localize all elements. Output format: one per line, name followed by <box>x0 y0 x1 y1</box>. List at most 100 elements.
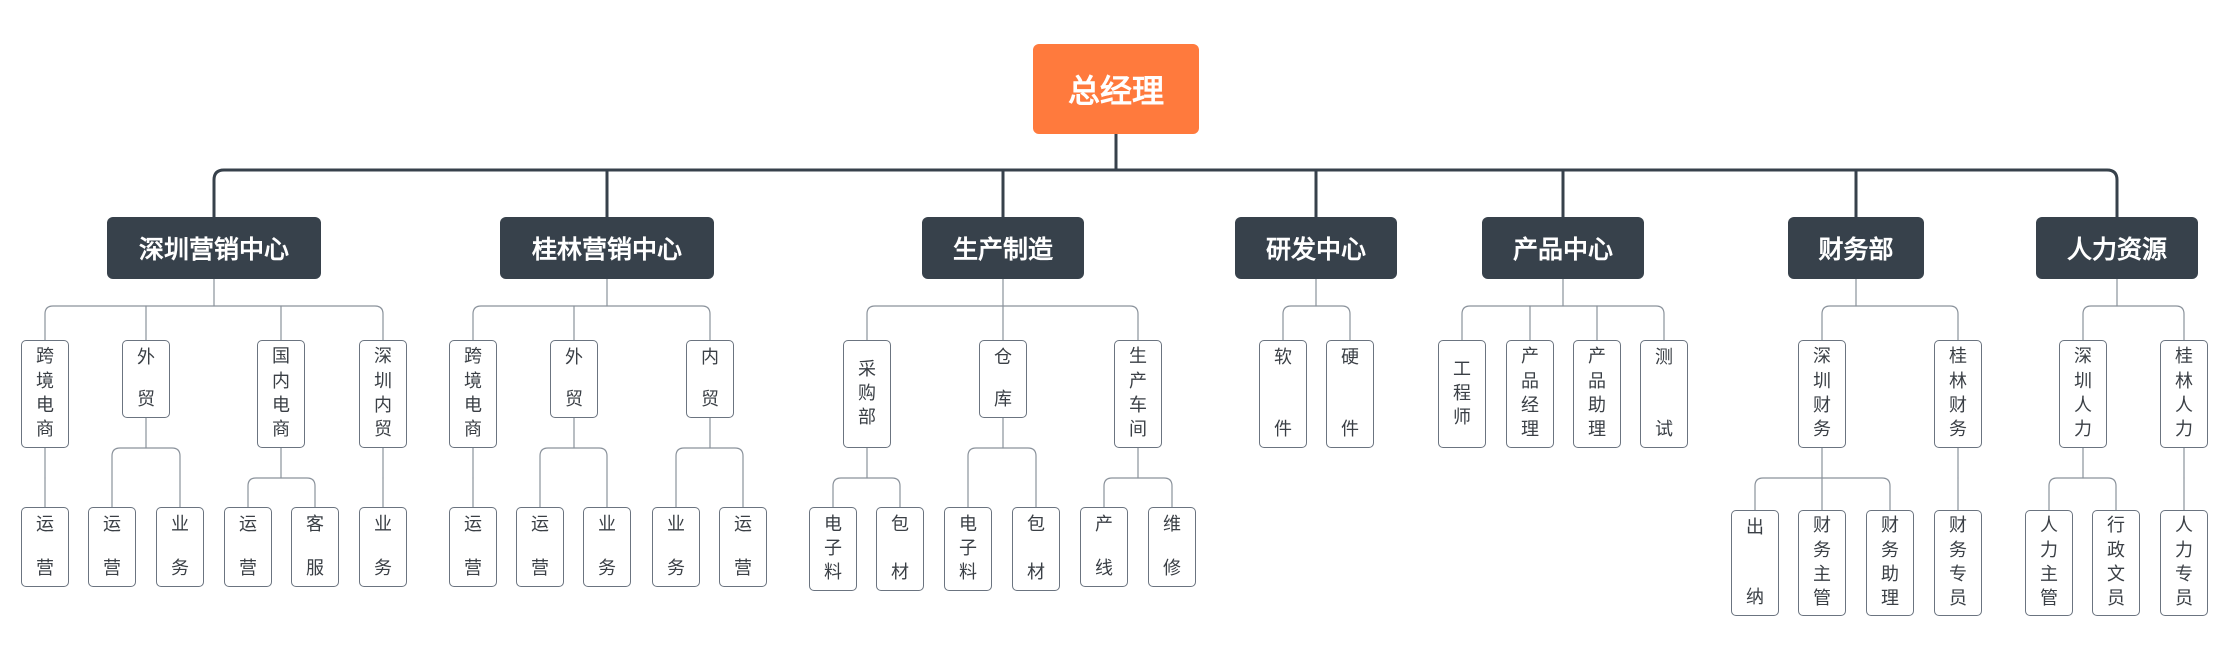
role-d1d1: 业务 <box>359 507 407 587</box>
unit-d5d-label: 测试 <box>1655 346 1673 440</box>
unit-d1d: 深圳内贸 <box>359 340 407 448</box>
unit-d6b-label: 桂林财务 <box>1949 346 1967 441</box>
root-general-manager-label: 总经理 <box>1067 72 1164 110</box>
department-d7-label: 人力资源 <box>2066 235 2167 264</box>
role-d6b1: 财务专员 <box>1934 510 1982 616</box>
connector-bus-1 <box>212 168 2119 217</box>
connector-bus-38 <box>1282 305 1351 340</box>
unit-d4b-label: 硬件 <box>1341 346 1359 440</box>
role-d2b2: 业务 <box>583 507 631 587</box>
root-general-manager: 总经理 <box>1033 44 1199 134</box>
role-d7b1: 人力专员 <box>2160 510 2208 616</box>
unit-d1c: 国内电商 <box>257 340 305 448</box>
role-d7a1-label: 人力主管 <box>2040 515 2058 610</box>
unit-d3a: 采购部 <box>843 340 891 448</box>
role-d2c2: 运营 <box>719 507 767 587</box>
role-d7a2: 行政文员 <box>2092 510 2140 616</box>
department-d2-label: 桂林营销中心 <box>531 235 682 264</box>
unit-d5c: 产品助理 <box>1573 340 1621 448</box>
role-d2c1-label: 业务 <box>667 513 685 579</box>
unit-d1d-label: 深圳内贸 <box>374 346 392 441</box>
department-d1-label: 深圳营销中心 <box>138 235 289 264</box>
unit-d7b-label: 桂林人力 <box>2175 346 2193 441</box>
role-d1a1: 运营 <box>21 507 69 587</box>
connector-bus-25 <box>539 447 608 507</box>
unit-d5a: 工程师 <box>1438 340 1486 448</box>
connector-bus-53 <box>2048 477 2117 510</box>
unit-d2c-label: 内贸 <box>701 346 719 410</box>
role-d3a2: 包材 <box>876 507 924 591</box>
role-d3b1-label: 电子料 <box>959 513 977 584</box>
role-d1b2: 业务 <box>156 507 204 587</box>
role-d3c1-label: 产线 <box>1095 513 1113 579</box>
connector-bus-16 <box>247 477 316 507</box>
unit-d2b: 外贸 <box>550 340 598 418</box>
role-d6a3: 财务助理 <box>1866 510 1914 616</box>
unit-d3c: 生产车间 <box>1114 340 1162 448</box>
unit-d1b-label: 外贸 <box>137 346 155 410</box>
unit-d5d: 测试 <box>1640 340 1688 448</box>
unit-d7a-label: 深圳人力 <box>2074 346 2092 441</box>
role-d1b1: 运营 <box>88 507 136 587</box>
role-d3a1: 电子料 <box>809 507 857 591</box>
unit-d7a: 深圳人力 <box>2059 340 2107 448</box>
role-d7b1-label: 人力专员 <box>2175 515 2193 610</box>
role-d2a1-label: 运营 <box>464 513 482 579</box>
connector-bus-44 <box>1821 305 1959 340</box>
unit-d5a-label: 工程师 <box>1453 358 1471 429</box>
role-d6a1: 出纳 <box>1731 510 1779 616</box>
role-d6a1-label: 出纳 <box>1746 516 1764 608</box>
role-d1c2: 客服 <box>291 507 339 587</box>
department-d5-label: 产品中心 <box>1512 235 1613 264</box>
unit-d4b: 硬件 <box>1326 340 1374 448</box>
unit-d4a-label: 软件 <box>1274 346 1292 440</box>
role-d7a2-label: 行政文员 <box>2107 515 2125 610</box>
unit-d5b-label: 产品经理 <box>1521 346 1539 441</box>
role-d3c2: 维修 <box>1148 507 1196 587</box>
department-d6-label: 财务部 <box>1818 235 1894 264</box>
role-d7a1: 人力主管 <box>2025 510 2073 616</box>
connector-bus-36 <box>1103 477 1173 507</box>
role-d3c2-label: 维修 <box>1163 513 1181 579</box>
role-d3a2-label: 包材 <box>891 513 909 583</box>
unit-d7b: 桂林人力 <box>2160 340 2208 448</box>
role-d1a1-label: 运营 <box>36 513 54 579</box>
role-d3b2: 包材 <box>1012 507 1060 591</box>
department-d3: 生产制造 <box>922 217 1084 279</box>
department-d4: 研发中心 <box>1235 217 1397 279</box>
role-d1c2-label: 客服 <box>306 513 324 579</box>
role-d6b1-label: 财务专员 <box>1949 515 1967 610</box>
department-d2: 桂林营销中心 <box>500 217 714 279</box>
department-d5: 产品中心 <box>1482 217 1644 279</box>
unit-d5c-label: 产品助理 <box>1588 346 1606 441</box>
unit-d6b: 桂林财务 <box>1934 340 1982 448</box>
unit-d3b-label: 仓库 <box>994 346 1012 410</box>
role-d1c1: 运营 <box>224 507 272 587</box>
unit-d2a-label: 跨境电商 <box>464 346 482 441</box>
connector-bus-51 <box>2082 305 2185 340</box>
unit-d5b: 产品经理 <box>1506 340 1554 448</box>
role-d1c1-label: 运营 <box>239 513 257 579</box>
department-d4-label: 研发中心 <box>1265 235 1366 264</box>
role-d6a3-label: 财务助理 <box>1881 515 1899 610</box>
role-d1b1-label: 运营 <box>103 513 121 579</box>
department-d1: 深圳营销中心 <box>107 217 321 279</box>
unit-d1c-label: 国内电商 <box>272 346 290 441</box>
connector-bus-20 <box>472 305 711 340</box>
role-d2c1: 业务 <box>652 507 700 587</box>
role-d6a2-label: 财务主管 <box>1813 515 1831 610</box>
unit-d2c: 内贸 <box>686 340 734 418</box>
role-d1b2-label: 业务 <box>171 513 189 579</box>
connector-bus-32 <box>832 477 901 507</box>
department-d6: 财务部 <box>1788 217 1924 279</box>
role-d3b1: 电子料 <box>944 507 992 591</box>
role-d3c1: 产线 <box>1080 507 1128 587</box>
role-d2b1-label: 运营 <box>531 513 549 579</box>
unit-d3c-label: 生产车间 <box>1129 346 1147 441</box>
connector-bus-40 <box>1461 305 1665 340</box>
unit-d3a-label: 采购部 <box>858 358 876 429</box>
unit-d2b-label: 外贸 <box>565 346 583 410</box>
unit-d4a: 软件 <box>1259 340 1307 448</box>
